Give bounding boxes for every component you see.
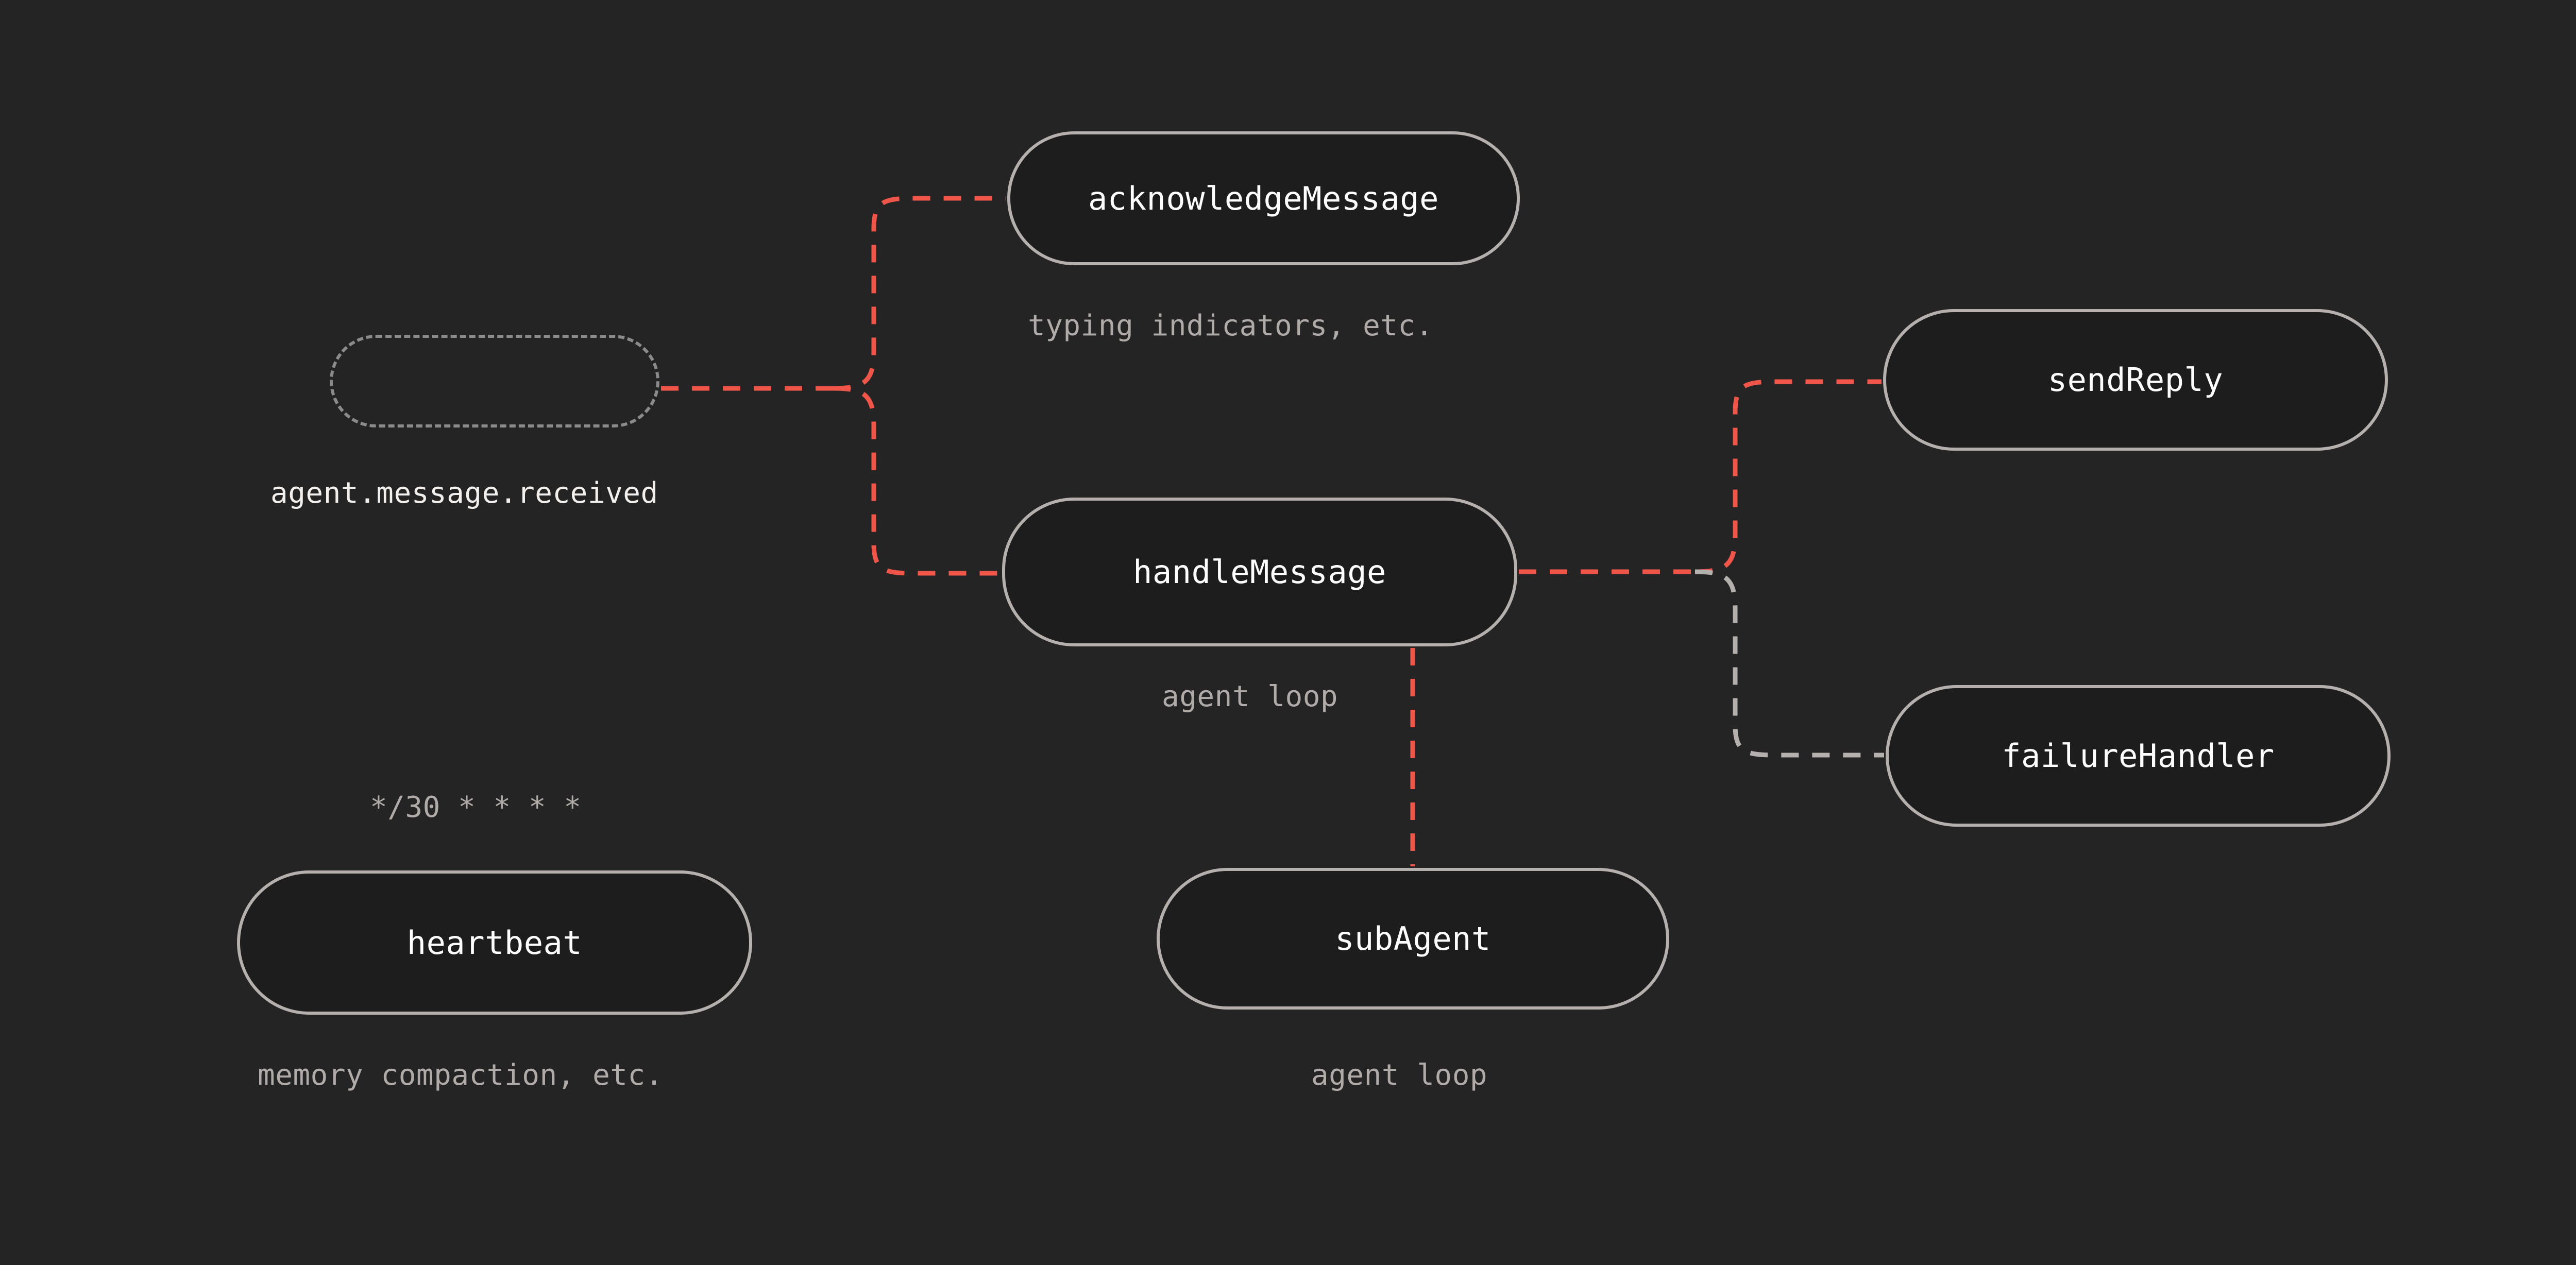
node-heartbeat[interactable]: heartbeat [237, 870, 752, 1015]
label-cron-schedule: */30 * * * * [370, 791, 582, 824]
node-source-event[interactable] [330, 335, 659, 428]
edge-source-to-acknowledge [833, 196, 1006, 391]
node-send-reply[interactable]: sendReply [1883, 309, 2388, 451]
node-sub-agent-label: subAgent [1335, 920, 1491, 958]
edge-handle-to-sendreply [1694, 379, 1882, 574]
caption-typing-indicators: typing indicators, etc. [1028, 309, 1433, 343]
node-failure-handler-label: failureHandler [2002, 737, 2275, 775]
node-failure-handler[interactable]: failureHandler [1886, 685, 2391, 827]
edge-handle-to-failurehandler [1694, 569, 1884, 758]
node-handle-message[interactable]: handleMessage [1002, 498, 1517, 646]
node-send-reply-label: sendReply [2047, 361, 2224, 399]
node-heartbeat-label: heartbeat [406, 924, 583, 962]
edge-source-to-handle [833, 386, 1001, 576]
caption-memory-compaction: memory compaction, etc. [258, 1058, 663, 1092]
node-acknowledge-message[interactable]: acknowledgeMessage [1007, 131, 1520, 265]
node-acknowledge-message-label: acknowledgeMessage [1088, 179, 1439, 217]
caption-sub-agent-agent-loop: agent loop [1311, 1058, 1488, 1092]
node-handle-message-label: handleMessage [1133, 553, 1386, 591]
node-sub-agent[interactable]: subAgent [1157, 868, 1669, 1010]
caption-agent-message-received: agent.message.received [270, 476, 658, 510]
caption-handle-message-agent-loop: agent loop [1162, 680, 1338, 713]
